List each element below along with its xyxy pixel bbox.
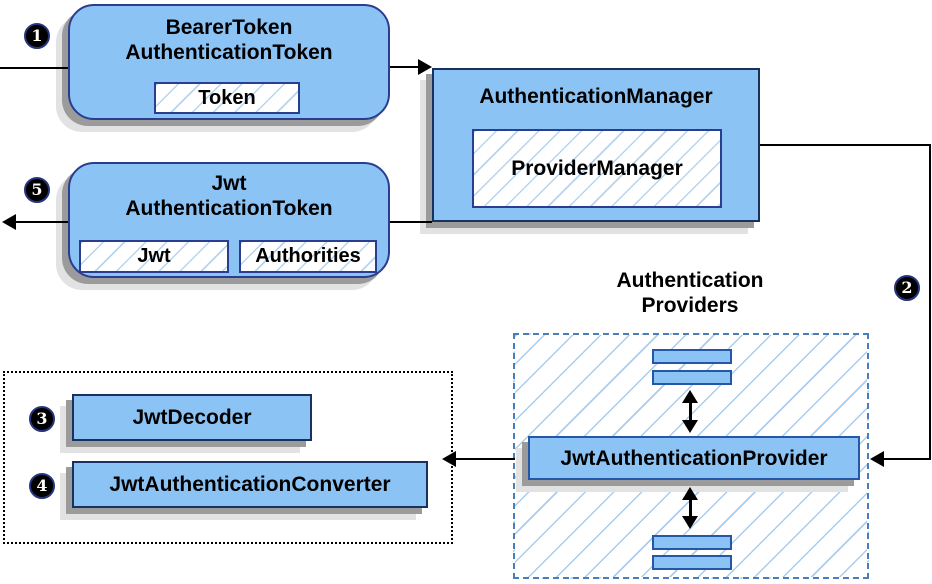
arrow-shaft — [688, 496, 692, 520]
arrow-left-icon — [442, 451, 456, 467]
node-title-line1: BearerToken — [165, 16, 293, 39]
arrow-to-authentication-manager-line — [390, 66, 420, 68]
providers-heading: Authentication Providers — [560, 268, 820, 318]
providers-heading-line2: Providers — [641, 294, 739, 317]
arrow-left-icon — [2, 214, 16, 230]
provider-manager-field: ProviderManager — [472, 129, 722, 208]
arrow-right-icon — [418, 59, 432, 75]
incoming-request-line — [0, 67, 68, 69]
provider-placeholder-bar — [652, 535, 732, 550]
step-2-path-top — [760, 144, 931, 146]
double-arrow-icon — [682, 390, 698, 433]
arrow-left-icon — [870, 451, 884, 467]
authentication-manager-node: AuthenticationManager ProviderManager — [432, 68, 760, 222]
step-2-path-bottom — [884, 458, 931, 460]
double-arrow-icon — [682, 487, 698, 529]
jwt-authentication-token-node: Jwt AuthenticationToken Jwt Authorities — [68, 162, 390, 278]
arrow-down-icon — [682, 516, 698, 529]
step-1-badge: 1 — [24, 23, 50, 49]
node-title: JwtDecoder — [132, 406, 252, 429]
token-field: Token — [154, 82, 300, 114]
jwt-authentication-provider-node: JwtAuthenticationProvider — [528, 436, 860, 480]
arrow-up-icon — [682, 487, 698, 500]
provider-to-decoder-line — [456, 458, 515, 460]
jwt-field: Jwt — [79, 240, 229, 273]
node-title: JwtAuthenticationConverter — [109, 473, 391, 496]
jwt-authentication-converter-node: JwtAuthenticationConverter — [72, 461, 428, 508]
arrow-up-icon — [682, 390, 698, 403]
step-4-badge: 4 — [29, 473, 55, 499]
node-title: AuthenticationManager — [479, 85, 713, 108]
arrow-down-icon — [682, 420, 698, 433]
node-title: BearerToken AuthenticationToken — [70, 15, 388, 65]
manager-to-jwt-token-line — [390, 221, 432, 223]
authorities-field: Authorities — [239, 240, 377, 273]
node-title: JwtAuthenticationProvider — [560, 446, 828, 470]
outgoing-result-line — [14, 221, 68, 223]
provider-placeholder-bar — [652, 555, 732, 570]
step-3-badge: 3 — [29, 406, 55, 432]
node-title: Jwt AuthenticationToken — [70, 171, 388, 221]
arrow-shaft — [688, 399, 692, 424]
providers-heading-line1: Authentication — [616, 269, 764, 292]
node-title-line2: AuthenticationToken — [125, 41, 333, 64]
node-title-line2: AuthenticationToken — [125, 197, 333, 220]
jwt-decoder-node: JwtDecoder — [72, 394, 312, 441]
step-2-path-vertical — [929, 144, 931, 459]
step-5-badge: 5 — [24, 177, 50, 203]
step-2-badge: 2 — [894, 275, 920, 301]
provider-placeholder-bar — [652, 370, 732, 385]
provider-placeholder-bar — [652, 349, 732, 364]
node-title-line1: Jwt — [211, 172, 247, 195]
bearer-token-authentication-token-node: BearerToken AuthenticationToken Token — [68, 4, 390, 120]
